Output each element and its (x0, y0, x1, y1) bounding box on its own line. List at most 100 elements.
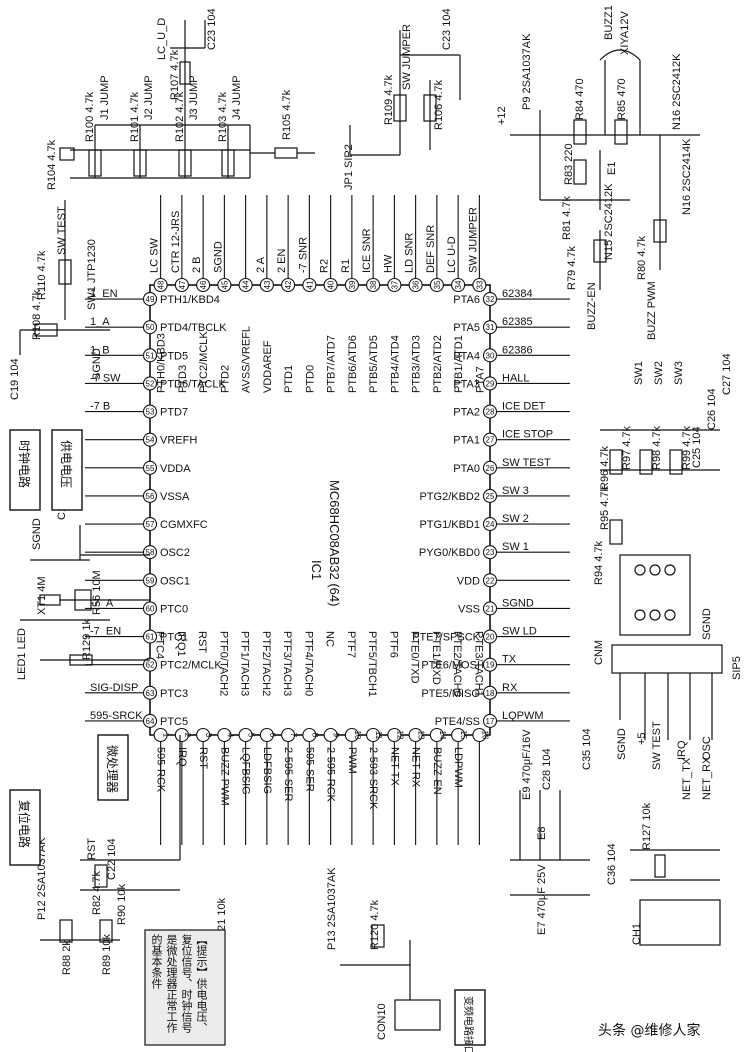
pin-marker (174, 277, 189, 293)
pin-number: 9 (332, 733, 341, 738)
r102-label: R102 4.7k (174, 91, 186, 142)
r89-label: R89 10k (101, 934, 113, 975)
dip-switch (600, 429, 720, 636)
pin-number: 48 (157, 280, 166, 289)
pin-number: 26 (486, 464, 495, 473)
e8-label: E8 (536, 827, 548, 840)
r129-label: R129 1k (81, 619, 93, 660)
pin-number: 56 (146, 492, 155, 501)
pin-number: 27 (486, 436, 495, 445)
reset-box-text: 复位电路 (17, 800, 32, 848)
buzzpwm-label: BUZZ PWM (646, 281, 658, 340)
pin-net: HW (382, 254, 394, 273)
sw2-net-label: SW2 (653, 361, 665, 385)
pin-number: 23 (486, 548, 495, 557)
pin-name: OSC1 (160, 575, 190, 587)
pin-number: 12 (395, 731, 404, 740)
cnm-plus5: +5 (636, 732, 648, 745)
pin-net: RX (502, 682, 518, 694)
sgnd-sw: SGND (91, 348, 103, 380)
pin-number: 32 (486, 295, 495, 304)
e7-label: E7 470μF 25V (536, 864, 548, 935)
pin-name: PTD3 (177, 365, 189, 393)
pin-name: PTD0 (304, 365, 316, 393)
pin-net: 2-595-SER (282, 747, 294, 801)
sgnd-clock: SGND (31, 518, 43, 550)
pin-number: 31 (486, 323, 495, 332)
pin-name: PTB1/ATD1 (453, 335, 465, 393)
pin-marker (482, 320, 498, 335)
pin-marker (142, 573, 158, 588)
pin-name: PTD6/TACLK (160, 378, 226, 390)
pin-number: 60 (146, 604, 155, 613)
pin-marker (196, 727, 211, 743)
r110-label: R110 4.7k (36, 250, 48, 300)
pin-marker (387, 727, 402, 743)
pin-name: PTF1/TACH3 (239, 631, 251, 696)
pin-number: 53 (146, 408, 155, 417)
pin-marker (482, 601, 498, 616)
pin-name: PTD2 (219, 365, 231, 393)
c19-label: C19 104 (9, 358, 21, 400)
buzz1-label: BUZZ1 (603, 5, 615, 40)
pin-number: 36 (412, 280, 421, 289)
pin-name: PTE2/TACH0 (451, 631, 463, 697)
pin-number: 30 (486, 351, 495, 360)
pin-name: PTA0 (453, 463, 480, 475)
clock-box (9, 429, 41, 511)
pin-net: ICE DET (502, 401, 546, 413)
pin-name: CGMXFC (160, 519, 208, 531)
pin-net: R2 (319, 259, 331, 273)
pin-marker (142, 320, 158, 335)
pin-marker (482, 573, 498, 588)
mcu-box-text: 微处理器 (105, 745, 119, 793)
pin-name: PTA6 (453, 294, 480, 306)
pin-name: PTC1 (160, 632, 188, 644)
reset-box (9, 789, 41, 866)
pin-net: 595-RCK (155, 747, 167, 793)
pin-marker (153, 277, 168, 293)
pin-marker (408, 277, 423, 293)
pin-name: PTH0/KBD3 (156, 333, 168, 393)
pin-marker (142, 292, 158, 307)
xt1-label: XT1 4M (36, 576, 48, 615)
pin-number: 33 (475, 280, 484, 289)
pin-number: 59 (146, 576, 155, 585)
pin-number: 55 (146, 464, 155, 473)
pin-number: 13 (417, 731, 426, 740)
pin-name: PTF3/TACH3 (281, 631, 293, 696)
pin-marker (451, 727, 466, 743)
c22-label: C22 104 (106, 838, 118, 880)
pin-marker (482, 376, 498, 391)
pin-net: ICE STOP (502, 429, 553, 441)
j3-label: J3 JUMP (188, 75, 200, 120)
pin-name: IRQ1 (175, 631, 187, 657)
pin-name: PTA2 (453, 407, 480, 419)
pin-net: -7 B (90, 401, 110, 413)
sw1-net-label: SW1 (633, 361, 645, 385)
pin-number: 41 (305, 280, 314, 289)
pin-name: PTA4 (453, 350, 480, 362)
pin-net: TX (502, 654, 517, 666)
pin-number: 57 (146, 520, 155, 529)
r80-label: R80 4.7k (636, 235, 648, 280)
pin-marker (259, 727, 274, 743)
c23a-label: C23 104 (206, 8, 218, 50)
pin-name: PTC4 (154, 631, 166, 659)
pin-name: RST (196, 631, 208, 653)
pin-net: BUZZ PWM (218, 747, 230, 806)
c27-label: C27 104 (721, 353, 733, 395)
ic-part: MC68HC08AB32 (64) (327, 480, 342, 606)
pin-marker (142, 657, 158, 672)
pin-net: -7 SNR (297, 237, 309, 273)
pin-name: PTE3/TACH1 (472, 631, 484, 697)
pin-number: 3 (204, 733, 213, 738)
pin-marker (482, 517, 498, 532)
pin-number: 6 (268, 733, 277, 738)
pin-number: 64 (146, 717, 155, 726)
pin-name: VDDA (160, 463, 191, 475)
pin-name: PTE4/SS (435, 716, 480, 728)
pin-number: 61 (146, 633, 155, 642)
pin-number: 37 (390, 280, 399, 289)
pin-number: 22 (486, 576, 495, 585)
